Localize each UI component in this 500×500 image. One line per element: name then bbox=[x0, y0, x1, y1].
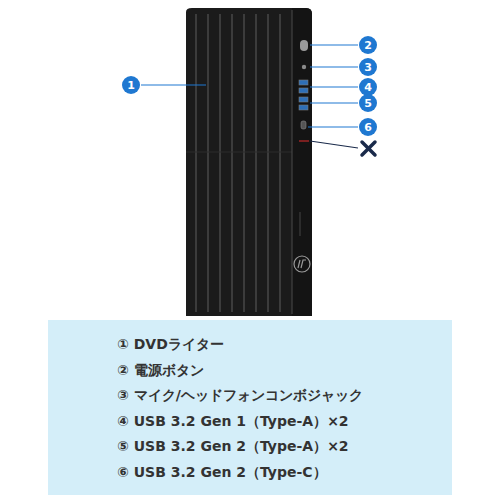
usb-c-port bbox=[301, 121, 306, 129]
spec-item: ⑤ USB 3.2 Gen 2（Type-A）×2 bbox=[117, 434, 442, 460]
spec-item: ② 電源ボタン bbox=[117, 358, 442, 384]
callout-digit: 3 bbox=[364, 62, 372, 73]
leader-lines bbox=[141, 45, 358, 148]
callout-number: 2 bbox=[359, 36, 377, 54]
callout-digit: 6 bbox=[364, 122, 372, 133]
model-mark bbox=[300, 212, 301, 236]
strip-edge bbox=[292, 10, 293, 314]
callout-number: 5 bbox=[359, 94, 377, 112]
callout-digit: 5 bbox=[364, 98, 372, 109]
audio-jack bbox=[302, 65, 306, 69]
card-slot bbox=[299, 140, 309, 142]
tower-body bbox=[186, 8, 312, 316]
front-slats bbox=[196, 14, 280, 312]
power-button bbox=[300, 40, 308, 51]
usb-a-port bbox=[299, 97, 308, 102]
callout-number: 1 bbox=[122, 76, 140, 94]
spec-item: ④ USB 3.2 Gen 1（Type-A）×2 bbox=[117, 409, 442, 435]
spec-item: ③ マイク/ヘッドフォンコンボジャック bbox=[117, 383, 442, 409]
callout-number: 6 bbox=[359, 118, 377, 136]
port-strip bbox=[292, 8, 312, 316]
spec-list-panel: ① DVDライター② 電源ボタン③ マイク/ヘッドフォンコンボジャック④ USB… bbox=[48, 320, 452, 495]
callout-digit: 1 bbox=[127, 80, 135, 91]
hp-logo-mark bbox=[298, 260, 306, 268]
usb-a-port bbox=[299, 105, 308, 110]
x-mark bbox=[362, 142, 375, 155]
callout-digit: 2 bbox=[364, 40, 372, 51]
usb-a-port bbox=[299, 80, 308, 85]
hp-logo bbox=[294, 256, 310, 272]
spec-item: ⑥ USB 3.2 Gen 2（Type-C） bbox=[117, 460, 442, 486]
callout-number: 3 bbox=[359, 58, 377, 76]
usb-a-port bbox=[299, 88, 308, 93]
drive-seam bbox=[186, 152, 292, 153]
spec-item: ① DVDライター bbox=[117, 332, 442, 358]
callout-digit: 4 bbox=[364, 82, 372, 93]
